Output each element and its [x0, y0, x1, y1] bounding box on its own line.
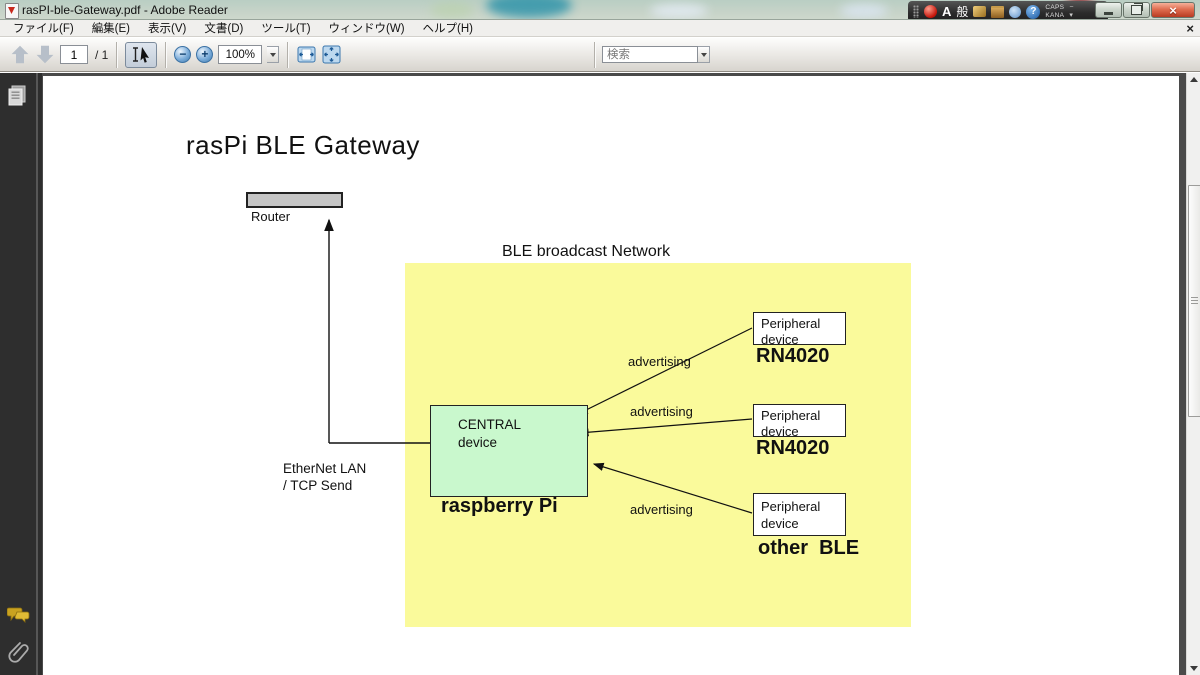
fit-width-icon	[297, 46, 316, 63]
scroll-down-icon	[1190, 666, 1198, 671]
ime-grip-handle[interactable]	[913, 5, 919, 18]
chevron-down-icon	[269, 52, 276, 57]
restore-button[interactable]	[1123, 2, 1150, 18]
toolbar-separator	[287, 41, 289, 68]
menu-edit[interactable]: 編集(E)	[91, 23, 131, 35]
menu-file[interactable]: ファイル(F)	[13, 23, 74, 35]
toolbar-separator	[165, 41, 167, 68]
advertising-label-1: advertising	[628, 354, 691, 369]
router-label: Router	[251, 209, 291, 224]
ime-minimize-icon[interactable]: −	[1069, 4, 1074, 11]
peripheral-2-line1: Peripheral	[761, 408, 821, 423]
network-title: BLE broadcast Network	[502, 243, 671, 260]
peripheral-box-1: Peripheral device	[753, 312, 846, 347]
peripheral-3-caption: other BLE	[758, 537, 860, 559]
peripheral-2-caption: RN4020	[756, 437, 830, 459]
close-document-icon[interactable]: ×	[1186, 21, 1194, 36]
glass-reflection	[840, 4, 888, 18]
attachments-paperclip-icon[interactable]	[7, 639, 31, 665]
ime-input-mode[interactable]: A	[942, 4, 952, 19]
zoom-out-button[interactable]: −	[174, 46, 192, 63]
restore-icon	[1131, 3, 1143, 15]
toolbar-separator	[116, 41, 118, 68]
peripheral-box-3: Peripheral device	[753, 493, 846, 536]
close-icon: ×	[1169, 2, 1177, 18]
search-input[interactable]	[602, 46, 698, 63]
page-count-label: / 1	[95, 47, 109, 62]
peripheral-1-line2: device	[761, 331, 799, 347]
page-number-input[interactable]	[60, 45, 88, 64]
select-tool-icon	[133, 46, 150, 63]
scroll-up-button[interactable]	[1187, 73, 1200, 86]
central-device-line1: CENTRAL	[458, 417, 522, 432]
title-bar[interactable]: rasPI-ble-Gateway.pdf - Adobe Reader A 般…	[0, 0, 1200, 20]
minimize-icon	[1104, 11, 1113, 15]
ethernet-label-line2: / TCP Send	[283, 478, 353, 493]
raspberry-pi-caption: raspberry Pi	[441, 495, 558, 517]
glass-reflection	[650, 4, 708, 18]
comments-icon[interactable]	[7, 605, 31, 627]
ime-settings-icon[interactable]	[1009, 5, 1022, 18]
menu-view[interactable]: 表示(V)	[148, 23, 187, 35]
peripheral-1-line1: Peripheral	[761, 316, 821, 331]
navigation-sidebar	[0, 73, 42, 675]
page-thumbnails-icon[interactable]	[7, 84, 29, 108]
next-page-button[interactable]	[35, 45, 55, 64]
ime-help-icon[interactable]: ?	[1026, 4, 1041, 19]
ime-conversion-mode[interactable]: 般	[956, 5, 969, 19]
window-title: rasPI-ble-Gateway.pdf - Adobe Reader	[22, 3, 228, 17]
ime-dictionary-icon[interactable]	[991, 5, 1005, 18]
router-box	[246, 192, 343, 208]
zoom-in-button[interactable]: +	[196, 46, 214, 63]
toolbar-separator	[594, 42, 595, 68]
ime-caps-label[interactable]: CAPS	[1045, 4, 1065, 11]
peripheral-1-caption: RN4020	[756, 345, 830, 367]
zoom-level-value[interactable]: 100%	[218, 45, 263, 64]
central-device-box: CENTRAL device	[430, 405, 588, 497]
previous-page-button[interactable]	[11, 45, 29, 64]
peripheral-box-2: Peripheral device	[753, 404, 846, 439]
diagram-title: rasPi BLE Gateway	[186, 130, 420, 160]
ime-tools-icon[interactable]	[973, 6, 987, 17]
close-button[interactable]: ×	[1151, 2, 1195, 18]
fit-width-button[interactable]	[296, 45, 316, 65]
toolbar: / 1 − + 100%	[0, 38, 1200, 72]
zoom-dropdown-button[interactable]	[267, 46, 280, 63]
ime-status-icon[interactable]	[924, 5, 937, 18]
scroll-up-icon	[1190, 77, 1198, 82]
advertising-label-3: advertising	[630, 502, 693, 517]
search-dropdown-button[interactable]	[698, 46, 710, 63]
fit-page-button[interactable]	[321, 45, 341, 65]
chevron-down-icon	[700, 52, 707, 57]
peripheral-3-line2: device	[761, 516, 799, 531]
ethernet-label: EtherNet LAN / TCP Send	[283, 460, 366, 494]
menu-document[interactable]: 文書(D)	[204, 23, 244, 35]
ime-options-chevron-icon[interactable]: ▾	[1069, 11, 1073, 19]
advertising-label-2: advertising	[630, 404, 693, 419]
scrollbar-thumb[interactable]	[1188, 185, 1200, 417]
peripheral-3-line1: Peripheral	[761, 499, 821, 514]
vertical-scrollbar[interactable]	[1186, 73, 1200, 675]
menu-tools[interactable]: ツール(T)	[261, 23, 311, 35]
menu-bar: ファイル(F) 編集(E) 表示(V) 文書(D) ツール(T) ウィンドウ(W…	[0, 20, 1200, 37]
fit-page-icon	[322, 45, 341, 64]
glass-reflection	[486, 0, 572, 18]
pdf-file-icon	[5, 3, 19, 19]
select-tool-button[interactable]	[125, 41, 158, 68]
peripheral-2-line2: device	[761, 423, 799, 439]
central-device-line2: device	[458, 435, 498, 450]
ethernet-label-line1: EtherNet LAN	[283, 461, 367, 476]
menu-help[interactable]: ヘルプ(H)	[422, 23, 474, 35]
minimize-button[interactable]	[1095, 2, 1122, 18]
ime-language-bar[interactable]: A 般 ? CAPS KANA − ▾	[908, 1, 1108, 19]
menu-window[interactable]: ウィンドウ(W)	[328, 23, 405, 35]
scroll-down-button[interactable]	[1187, 662, 1200, 675]
ime-kana-label[interactable]: KANA	[1045, 11, 1065, 19]
glass-reflection	[430, 2, 474, 18]
